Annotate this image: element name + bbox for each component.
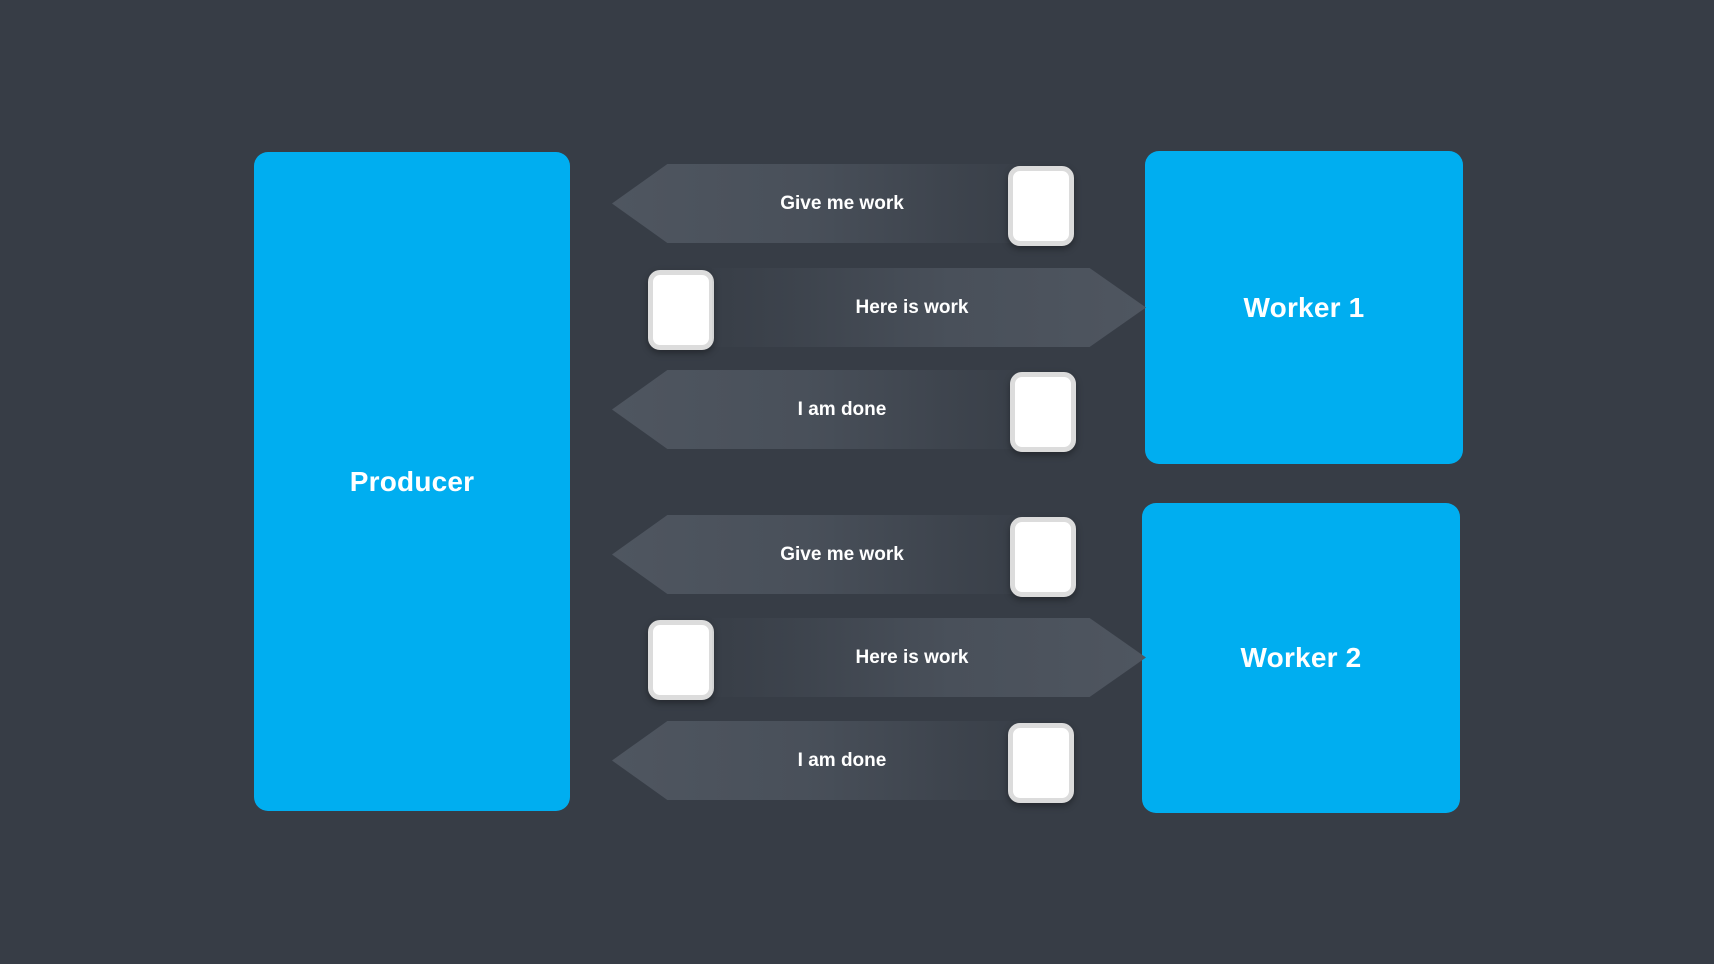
arrow-label: Give me work bbox=[780, 192, 904, 214]
producer-label: Producer bbox=[349, 465, 475, 497]
message-arrow-i-am-done-1: I am done bbox=[612, 370, 1038, 449]
worker2-node: Worker 2 bbox=[1142, 503, 1460, 813]
producer-node: Producer bbox=[254, 152, 570, 811]
arrow-label: Here is work bbox=[855, 646, 969, 668]
message-arrow-here-is-work-1: Here is work bbox=[712, 268, 1146, 347]
arrow-label: I am done bbox=[797, 749, 887, 771]
message-arrow-give-me-work-2: Give me work bbox=[612, 515, 1038, 594]
worker2-label: Worker 2 bbox=[1240, 642, 1362, 673]
message-envelope-icon bbox=[648, 620, 714, 700]
message-envelope-icon bbox=[1010, 517, 1076, 597]
message-envelope-icon bbox=[1008, 723, 1074, 803]
message-arrow-here-is-work-2: Here is work bbox=[712, 618, 1146, 697]
arrow-label: Give me work bbox=[780, 543, 904, 565]
message-arrow-i-am-done-2: I am done bbox=[612, 721, 1038, 800]
arrow-label: Here is work bbox=[855, 296, 969, 318]
message-arrow-give-me-work-1: Give me work bbox=[612, 164, 1038, 243]
message-envelope-icon bbox=[1010, 372, 1076, 452]
worker1-node: Worker 1 bbox=[1145, 151, 1463, 464]
worker1-label: Worker 1 bbox=[1243, 291, 1365, 323]
arrow-label: I am done bbox=[797, 398, 887, 420]
message-envelope-icon bbox=[1008, 166, 1074, 246]
message-envelope-icon bbox=[648, 270, 714, 350]
